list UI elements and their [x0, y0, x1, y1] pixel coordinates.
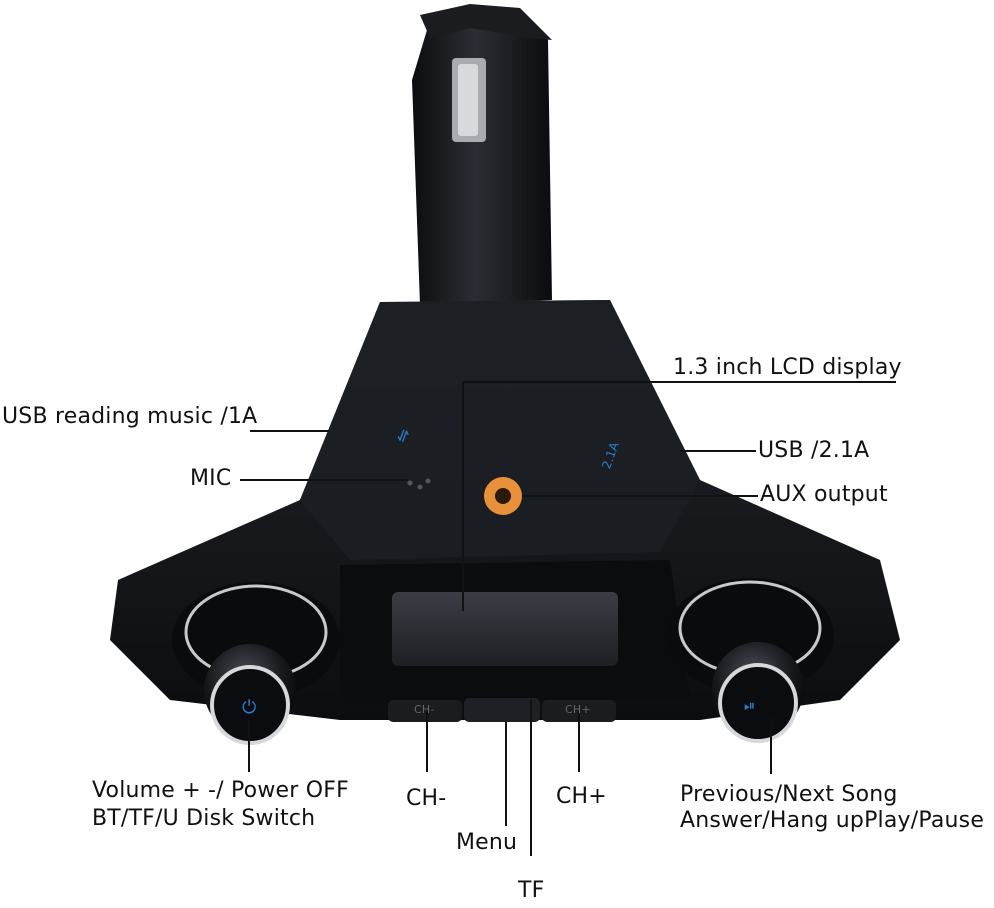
car-plug — [412, 4, 552, 305]
line-menu — [505, 722, 507, 826]
volume-knob[interactable]: ⏻ — [172, 582, 340, 745]
label-song-1: Previous/Next Song — [680, 782, 898, 807]
label-aux: AUX output — [760, 482, 888, 507]
ch-minus-button[interactable] — [388, 700, 462, 722]
play-pause-icon: ⏯ — [744, 698, 755, 714]
label-ch-plus: CH+ — [556, 784, 607, 809]
line-song — [770, 718, 772, 774]
line-ch-plus — [578, 712, 580, 772]
line-lcd-h — [462, 381, 896, 383]
button-marking-ch-minus: CH- — [414, 703, 435, 716]
label-usb-music: USB reading music /1A — [2, 404, 258, 429]
line-ch-minus — [426, 712, 428, 772]
line-usb-21a — [680, 450, 756, 452]
line-lcd-v — [462, 381, 464, 611]
label-lcd: 1.3 inch LCD display — [673, 355, 902, 380]
line-usb-music — [250, 430, 330, 432]
power-icon: ⏻ — [242, 697, 256, 718]
song-knob[interactable]: ⏯ — [666, 578, 834, 743]
label-mic: MIC — [190, 466, 232, 491]
lcd-screen — [392, 592, 618, 666]
line-volume — [248, 718, 250, 772]
line-tf — [530, 700, 532, 856]
label-volume-2: BT/TF/U Disk Switch — [92, 806, 316, 831]
line-mic — [240, 479, 408, 481]
label-usb-21a: USB /2.1A — [758, 438, 870, 463]
label-menu: Menu — [456, 830, 518, 855]
ch-plus-button[interactable] — [542, 700, 616, 722]
label-tf: TF — [518, 878, 545, 903]
label-song-2: Answer/Hang upPlay/Pause — [680, 808, 985, 833]
menu-button[interactable] — [464, 698, 540, 722]
label-ch-minus: CH- — [406, 786, 447, 811]
line-aux — [522, 495, 758, 497]
button-marking-ch-plus: CH+ — [565, 703, 591, 716]
usb-icon: ⇋ — [391, 426, 413, 445]
label-volume-1: Volume + -/ Power OFF — [92, 778, 349, 803]
